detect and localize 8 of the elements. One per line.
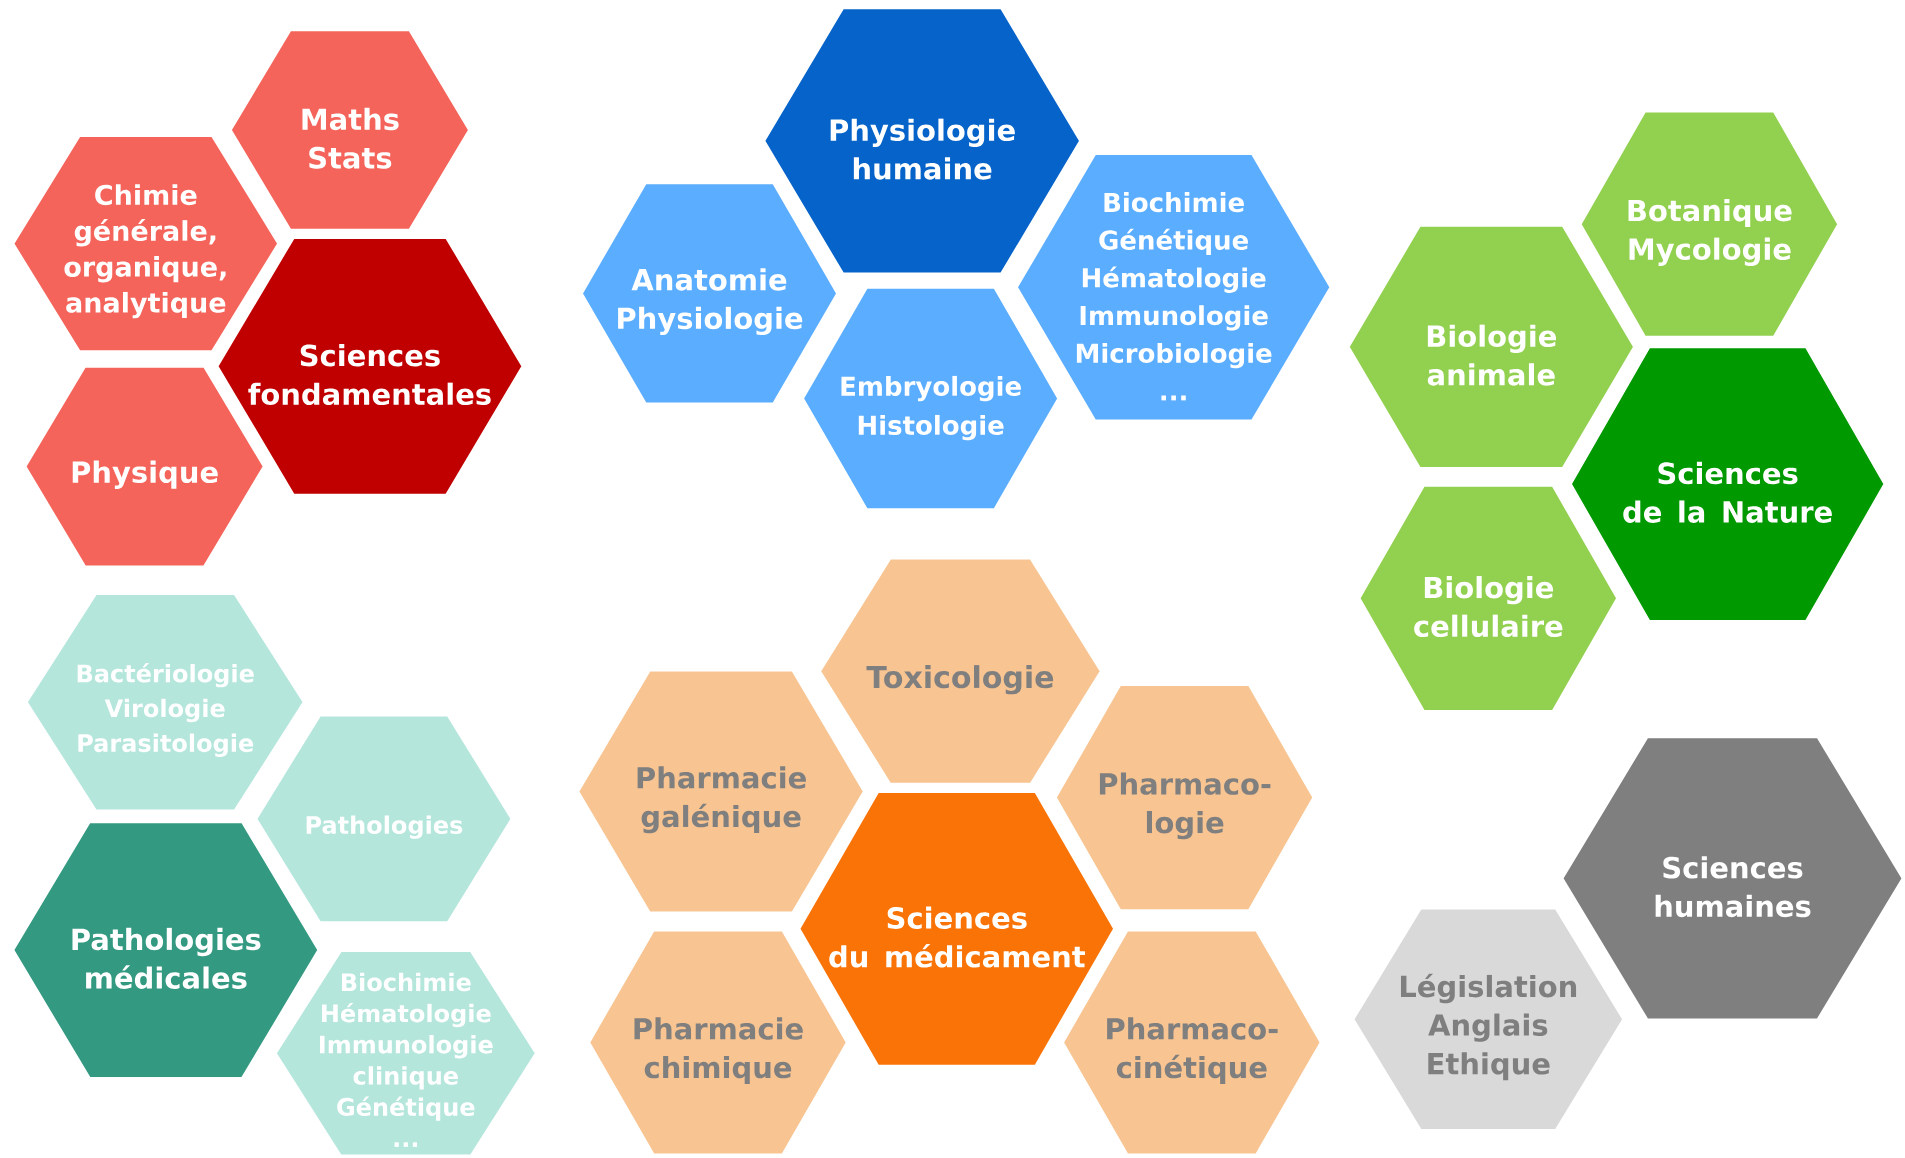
hexagon: Pharmaco-logie [1052, 682, 1317, 914]
hexagon: Biologie cellulaire [1356, 482, 1621, 714]
hexagon: Botanique Mycologie [1577, 108, 1842, 340]
hexagon: Maths Stats [227, 27, 473, 233]
hexagon: Anatomie Physiologie [578, 180, 841, 407]
hexagon: Bactériologie Virologie Parasitologie [23, 590, 308, 814]
hexagon: Biochimie Hématologie Immunologie clinique Génétique ... [272, 948, 540, 1158]
hexagon: Sciences de la Nature [1567, 344, 1888, 624]
